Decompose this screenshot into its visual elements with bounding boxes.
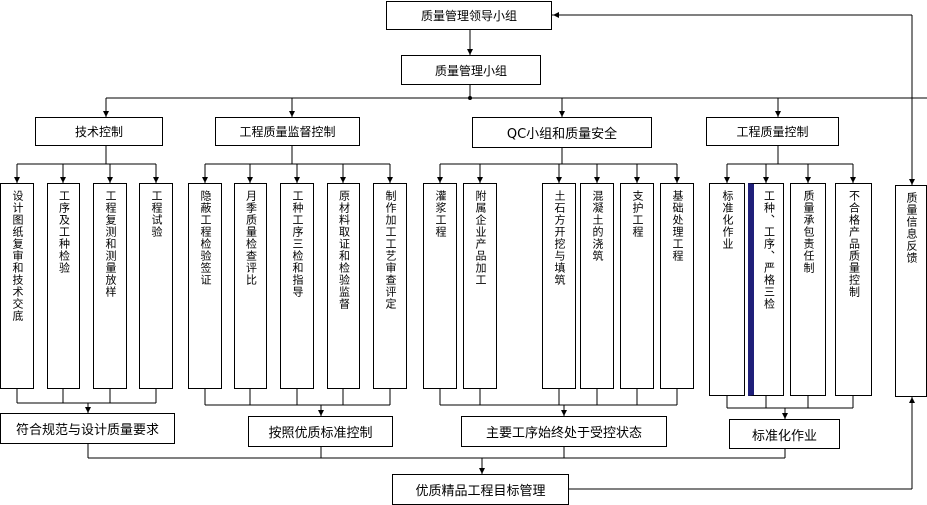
item-design-review: 设计图纸复审和技术交底 (0, 183, 34, 389)
item-nonconforming-control: 不合格产品质量控制 (835, 183, 872, 396)
item-concrete-pouring: 混凝土的浇筑 (580, 183, 614, 389)
connector-arrow (318, 410, 324, 416)
connector-arrow (60, 177, 66, 183)
connector-arrow (559, 111, 565, 117)
connector-arrow (103, 111, 109, 117)
connector-arrow (85, 407, 91, 413)
connector-arrow (437, 177, 443, 183)
item-contract-responsibility: 质量承包责任制 (790, 183, 826, 396)
connector-arrow (479, 468, 485, 474)
branch-supervision-control: 工程质量监督控制 (215, 117, 360, 146)
item-process-review: 制作加工工艺审查评定 (373, 183, 407, 389)
connector-arrow (14, 177, 20, 183)
goal-box: 优质精品工程目标管理 (392, 474, 569, 505)
connector-arrow (477, 177, 483, 183)
connector-arrow (387, 177, 393, 183)
item-grouting: 灌浆工程 (423, 183, 457, 389)
result-controlled-process: 主要工序始终处于受控状态 (461, 416, 667, 447)
qm-group-box: 质量管理小组 (401, 55, 541, 85)
connector-arrow (556, 177, 562, 183)
result-spec-compliance: 符合规范与设计质量要求 (0, 413, 175, 444)
connector-arrow (289, 111, 295, 117)
connector-arrow (340, 177, 346, 183)
branch-quality-control: 工程质量控制 (706, 117, 839, 146)
result-excellent-standard: 按照优质标准控制 (248, 416, 393, 447)
connector-arrow (553, 12, 559, 18)
item-subsidiary-products: 附属企业产品加工 (463, 183, 497, 389)
connector-arrow (153, 177, 159, 183)
item-engineering-test: 工程试验 (139, 183, 173, 389)
result-standardized-work: 标准化作业 (729, 419, 840, 449)
item-three-checks: 工种工序三检和指导 (280, 183, 314, 389)
item-support-works: 支护工程 (620, 183, 654, 389)
connector-arrow (805, 177, 811, 183)
connector-arrow (909, 179, 915, 185)
connector-arrow (634, 177, 640, 183)
item-concealed-works: 隐蔽工程检验签证 (188, 183, 222, 389)
connector-arrow (909, 397, 915, 403)
branch-qc-safety: QC小组和质量安全 (472, 117, 652, 148)
item-standardized-work: 标准化作业 (709, 183, 745, 396)
connector-arrow (674, 177, 680, 183)
connector-arrow (724, 177, 730, 183)
leading-group-box: 质量管理领导小组 (386, 1, 552, 30)
feedback-box: 质量信息反馈 (895, 185, 927, 397)
connector-arrow (763, 177, 769, 183)
item-earthwork: 土石方开挖与填筑 (542, 183, 576, 389)
connector-arrow (782, 413, 788, 419)
item-foundation-treatment: 基础处理工程 (660, 183, 694, 389)
item-survey-layout: 工程复测和测量放样 (93, 183, 127, 389)
connector-arrow (850, 177, 856, 183)
connector-arrow (107, 177, 113, 183)
item-process-inspection: 工序及工种检验 (47, 183, 80, 389)
connector-arrow (594, 177, 600, 183)
connector-arrow (247, 177, 253, 183)
connector-arrow (561, 410, 567, 416)
item-material-supervision: 原材料取证和检验监督 (327, 183, 360, 389)
connector-arrow (202, 177, 208, 183)
connector-arrow (467, 49, 473, 55)
item-monthly-inspection: 月季质量检查评比 (234, 183, 267, 389)
connector-arrow (775, 111, 781, 117)
item-strict-three-checks: 工种、工序、严格三检 (748, 183, 784, 396)
branch-tech-control: 技术控制 (35, 117, 163, 146)
connector-arrow (294, 177, 300, 183)
